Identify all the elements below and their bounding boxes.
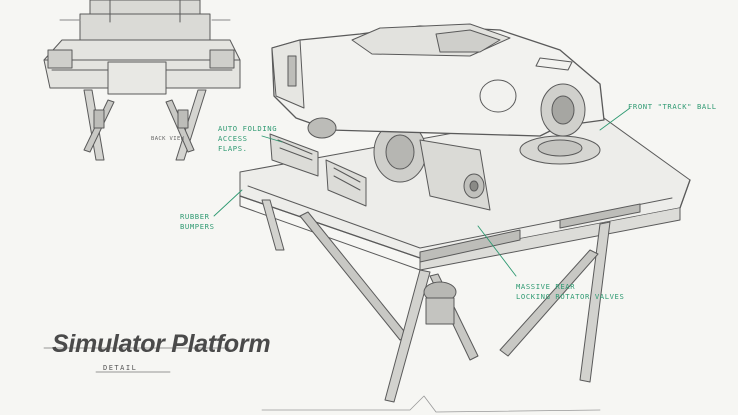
annotation-auto-folding-line3: FLAPS. — [218, 144, 248, 153]
back-view-caption: BACK VIEW — [151, 136, 185, 142]
annotation-massive-line2: LOCKING ROTATOR VALVES — [516, 292, 625, 301]
annotation-massive-rear: MASSIVE REAR LOCKING ROTATOR VALVES — [516, 282, 624, 302]
annotation-auto-folding: AUTO FOLDING ACCESS FLAPS. — [218, 124, 277, 154]
sheet-title: Simulator Platform — [52, 330, 271, 358]
annotation-massive-line1: MASSIVE REAR — [516, 282, 576, 291]
annotation-front-track-ball: FRONT "TRACK" BALL — [628, 102, 717, 111]
annotation-rubber-line1: RUBBER — [180, 212, 210, 221]
annotation-rubber-bumpers: RUBBER BUMPERS — [180, 212, 215, 232]
annotation-auto-folding-line1: AUTO FOLDING — [218, 124, 278, 133]
annotation-rubber-line2: BUMPERS — [180, 222, 215, 231]
annotation-leaders — [213, 107, 631, 277]
sheet-subtitle: DETAIL — [103, 364, 138, 372]
annotation-auto-folding-line2: ACCESS — [218, 134, 248, 143]
back-view-sketch — [43, 0, 241, 161]
platform-sketch — [239, 107, 691, 403]
race-car-sketch — [271, 23, 605, 139]
